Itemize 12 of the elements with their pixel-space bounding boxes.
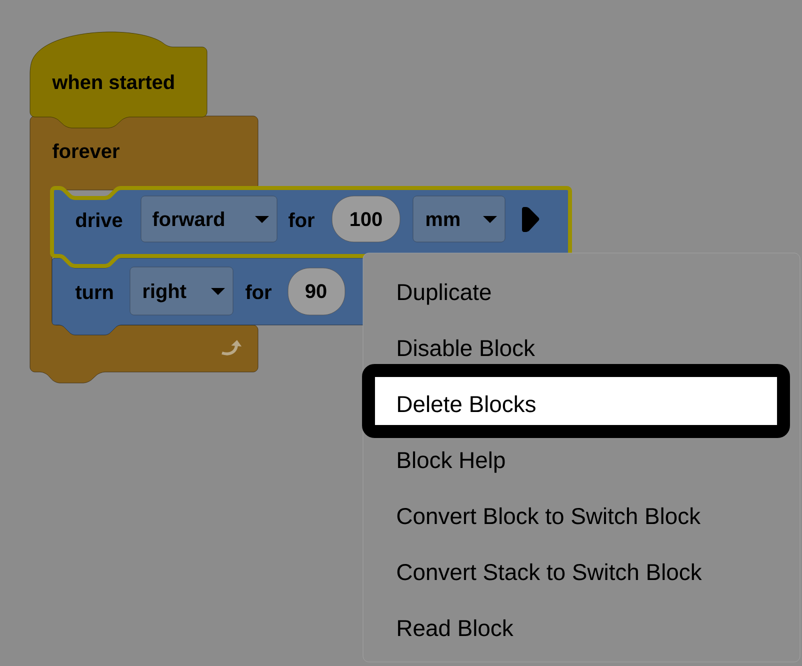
menu-item: Delete Blocks	[362, 364, 790, 438]
menu-item: Read Block	[398, 619, 514, 636]
menu-item: Convert Stack to Switch Block	[397, 563, 702, 580]
dropdown-field: forward	[140, 196, 278, 242]
number-field: 100	[332, 196, 400, 242]
menu-item: Block Help	[398, 451, 505, 473]
menu-item: Disable Block	[398, 339, 536, 356]
dropdown-field: right	[130, 266, 234, 316]
hat-block: when started	[30, 32, 208, 128]
number-field: 90	[288, 268, 346, 316]
menu-item: Convert Block to Switch Block	[397, 507, 701, 524]
dropdown-field: mm	[412, 196, 506, 242]
